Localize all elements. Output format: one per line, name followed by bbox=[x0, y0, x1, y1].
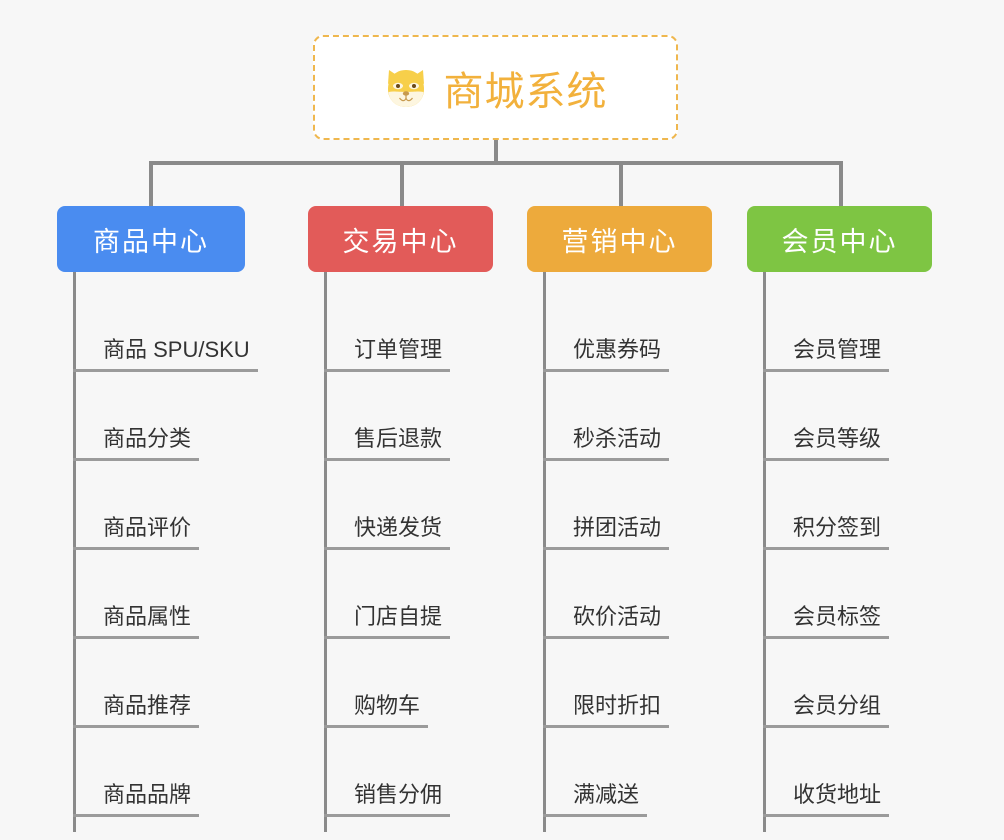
connector-trunk bbox=[73, 272, 76, 832]
category-title: 商品中心 bbox=[93, 226, 209, 257]
category-items-trade-center: 订单管理 售后退款 快递发货 门店自提 购物车 销售分佣 bbox=[308, 272, 493, 832]
item-label: 会员等级 bbox=[763, 426, 890, 461]
item-label: 积分签到 bbox=[763, 515, 890, 550]
list-item[interactable]: 商品评价 bbox=[73, 461, 245, 550]
list-item[interactable]: 秒杀活动 bbox=[543, 372, 712, 461]
item-label: 订单管理 bbox=[324, 337, 451, 372]
list-item[interactable]: 积分签到 bbox=[763, 461, 932, 550]
root-node[interactable]: 商城系统 bbox=[313, 35, 678, 140]
shiba-dog-face-icon bbox=[384, 65, 430, 111]
column-product-center: 商品中心 商品 SPU/SKU 商品分类 商品评价 商品属性 商品推荐 商品品牌 bbox=[57, 206, 258, 832]
item-label: 快递发货 bbox=[324, 515, 451, 550]
connector-root-stem bbox=[494, 140, 498, 164]
list-item[interactable]: 商品属性 bbox=[73, 550, 245, 639]
category-header-marketing-center[interactable]: 营销中心 bbox=[527, 206, 712, 272]
category-title: 营销中心 bbox=[561, 226, 678, 257]
connector-trunk bbox=[543, 272, 546, 832]
list-item[interactable]: 商品品牌 bbox=[73, 728, 245, 817]
item-label: 拼团活动 bbox=[543, 515, 670, 550]
item-label: 商品评价 bbox=[73, 515, 200, 550]
category-items-marketing-center: 优惠券码 秒杀活动 拼团活动 砍价活动 限时折扣 满减送 bbox=[527, 272, 712, 832]
item-label: 收货地址 bbox=[763, 782, 890, 817]
item-label: 商品品牌 bbox=[73, 782, 200, 817]
category-header-product-center[interactable]: 商品中心 bbox=[57, 206, 245, 272]
item-label: 限时折扣 bbox=[543, 693, 670, 728]
list-item[interactable]: 门店自提 bbox=[324, 550, 493, 639]
item-label: 售后退款 bbox=[324, 426, 451, 461]
item-label: 商品属性 bbox=[73, 604, 200, 639]
item-label: 砍价活动 bbox=[543, 604, 670, 639]
list-item[interactable]: 会员等级 bbox=[763, 372, 932, 461]
connector-horizontal-bus bbox=[149, 161, 843, 165]
category-header-trade-center[interactable]: 交易中心 bbox=[308, 206, 493, 272]
connector-trunk bbox=[324, 272, 327, 832]
column-trade-center: 交易中心 订单管理 售后退款 快递发货 门店自提 购物车 销售分佣 bbox=[308, 206, 493, 832]
item-label: 商品分类 bbox=[73, 426, 200, 461]
item-label: 商品推荐 bbox=[73, 693, 200, 728]
item-label: 会员标签 bbox=[763, 604, 890, 639]
list-item[interactable]: 订单管理 bbox=[324, 283, 493, 372]
list-item[interactable]: 收货地址 bbox=[763, 728, 932, 817]
connector-drop-4 bbox=[839, 161, 843, 207]
item-label: 会员分组 bbox=[763, 693, 890, 728]
list-item[interactable]: 快递发货 bbox=[324, 461, 493, 550]
connector-drop-1 bbox=[149, 161, 153, 207]
item-label: 会员管理 bbox=[763, 337, 890, 372]
list-item[interactable]: 商品推荐 bbox=[73, 639, 245, 728]
list-item[interactable]: 优惠券码 bbox=[543, 283, 712, 372]
item-label: 优惠券码 bbox=[543, 337, 670, 372]
list-item[interactable]: 售后退款 bbox=[324, 372, 493, 461]
list-item[interactable]: 满减送 bbox=[543, 728, 712, 817]
item-label: 购物车 bbox=[324, 693, 429, 728]
category-title: 交易中心 bbox=[342, 226, 459, 257]
list-item[interactable]: 购物车 bbox=[324, 639, 493, 728]
connector-trunk bbox=[763, 272, 766, 832]
category-header-member-center[interactable]: 会员中心 bbox=[747, 206, 932, 272]
item-label: 秒杀活动 bbox=[543, 426, 670, 461]
list-item[interactable]: 销售分佣 bbox=[324, 728, 493, 817]
list-item[interactable]: 会员管理 bbox=[763, 283, 932, 372]
list-item[interactable]: 会员标签 bbox=[763, 550, 932, 639]
item-label: 满减送 bbox=[543, 782, 648, 817]
item-label: 商品 SPU/SKU bbox=[73, 337, 258, 372]
list-item[interactable]: 限时折扣 bbox=[543, 639, 712, 728]
connector-drop-2 bbox=[400, 161, 404, 207]
list-item[interactable]: 会员分组 bbox=[763, 639, 932, 728]
column-marketing-center: 营销中心 优惠券码 秒杀活动 拼团活动 砍价活动 限时折扣 满减送 bbox=[527, 206, 712, 832]
list-item[interactable]: 拼团活动 bbox=[543, 461, 712, 550]
category-items-member-center: 会员管理 会员等级 积分签到 会员标签 会员分组 收货地址 bbox=[747, 272, 932, 832]
column-member-center: 会员中心 会员管理 会员等级 积分签到 会员标签 会员分组 收货地址 bbox=[747, 206, 932, 832]
list-item[interactable]: 商品 SPU/SKU bbox=[73, 283, 258, 372]
category-items-product-center: 商品 SPU/SKU 商品分类 商品评价 商品属性 商品推荐 商品品牌 bbox=[57, 272, 258, 832]
list-item[interactable]: 砍价活动 bbox=[543, 550, 712, 639]
connector-drop-3 bbox=[619, 161, 623, 207]
root-title: 商城系统 bbox=[443, 69, 608, 114]
item-label: 销售分佣 bbox=[324, 782, 451, 817]
item-label: 门店自提 bbox=[324, 604, 451, 639]
list-item[interactable]: 商品分类 bbox=[73, 372, 245, 461]
category-title: 会员中心 bbox=[781, 226, 898, 257]
